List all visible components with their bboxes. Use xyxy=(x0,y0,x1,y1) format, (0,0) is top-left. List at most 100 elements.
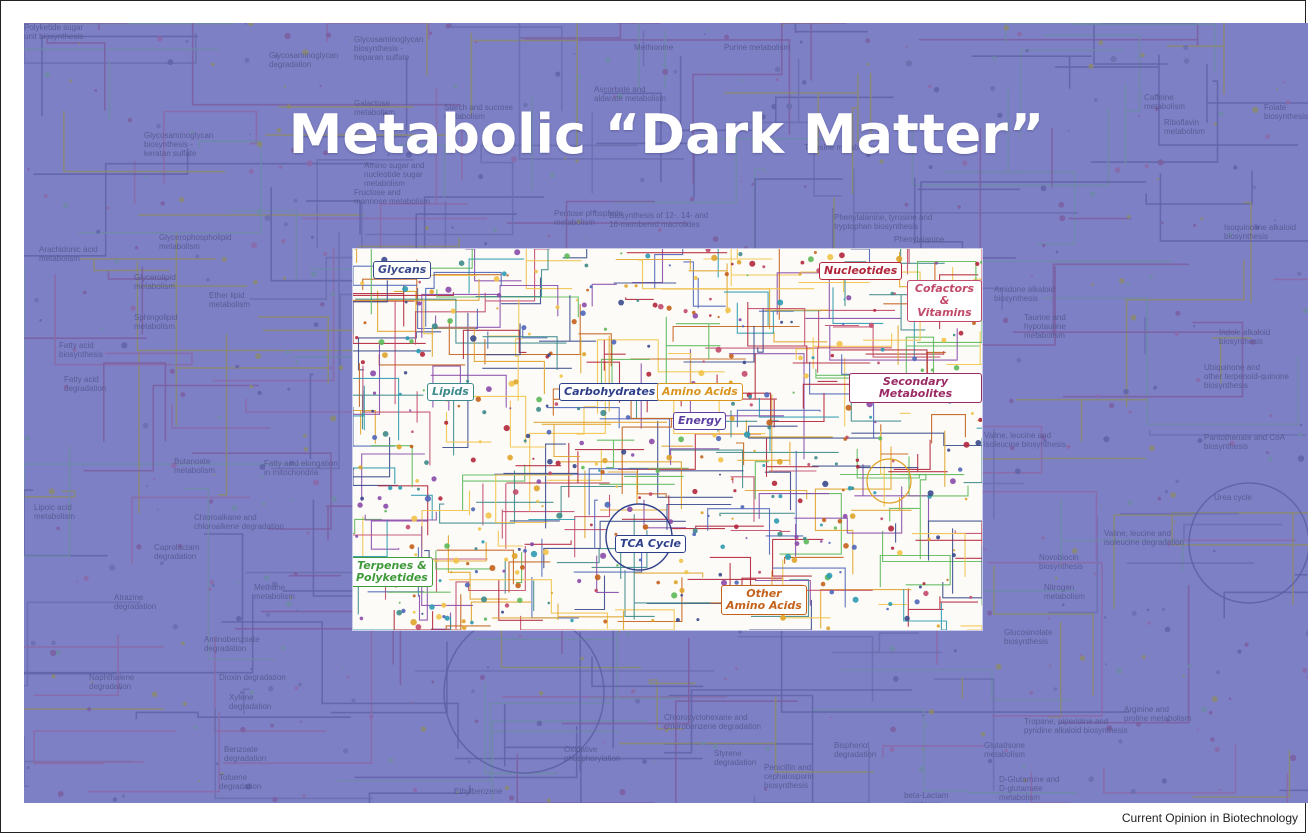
metabolite-node xyxy=(920,368,924,372)
pathway-edge xyxy=(353,406,395,447)
pathway-edge xyxy=(1279,789,1308,792)
metabolite-node xyxy=(208,499,214,504)
metabolite-node xyxy=(1214,746,1220,753)
metabolite-node xyxy=(780,614,786,621)
metabolite-node xyxy=(1153,385,1157,390)
metabolite-node xyxy=(313,322,319,327)
category-label-lipids: Lipids xyxy=(427,383,474,401)
metabolite-node xyxy=(412,610,416,614)
metabolite-node xyxy=(1193,325,1196,328)
metabolite-node xyxy=(259,464,266,470)
pathway-edge xyxy=(41,35,198,117)
metabolite-node xyxy=(1161,607,1166,612)
metabolite-node xyxy=(700,511,704,515)
metabolite-node xyxy=(388,485,393,491)
pathway-edge xyxy=(495,474,574,524)
pathway-label: Chlorocyclohexane and chlorobenzene degr… xyxy=(664,713,761,731)
metabolite-node xyxy=(904,202,909,207)
pathway-label: Valine, leucine and isoleucine biosynthe… xyxy=(984,431,1066,449)
metabolite-node xyxy=(738,630,742,634)
metabolite-node xyxy=(509,407,512,410)
metabolite-node xyxy=(255,353,262,360)
metabolite-node xyxy=(635,698,641,704)
pathway-edge xyxy=(779,493,842,555)
metabolite-node xyxy=(1138,114,1141,117)
metabolite-node xyxy=(1094,572,1098,576)
pathway-edge xyxy=(670,448,720,465)
metabolite-node xyxy=(703,33,706,36)
pathway-edge xyxy=(472,23,578,148)
metabolite-node xyxy=(715,346,722,353)
pathway-label: Taurine and hypotaurine metabolism xyxy=(1024,313,1066,340)
metabolite-node xyxy=(1119,278,1125,284)
pathway-edge xyxy=(963,437,982,484)
pathway-edge xyxy=(491,617,559,620)
metabolite-node xyxy=(283,85,286,88)
metabolite-node xyxy=(593,209,597,213)
pathway-edge xyxy=(63,111,225,173)
metabolite-node xyxy=(777,531,783,537)
pathway-edge xyxy=(245,531,368,574)
metabolite-node xyxy=(1175,310,1181,316)
metabolite-node xyxy=(1156,178,1160,181)
metabolite-node xyxy=(1218,788,1222,791)
metabolite-node xyxy=(1148,445,1155,452)
pathway-label: Benzoate degradation xyxy=(224,745,267,763)
metabolite-node xyxy=(946,578,949,581)
pathway-edge xyxy=(869,294,926,331)
pathway-edge xyxy=(485,249,550,302)
pathway-label: Nitrogen metabolism xyxy=(1044,583,1085,601)
pathway-edge xyxy=(574,575,606,611)
metabolite-node xyxy=(82,290,87,295)
metabolite-node xyxy=(272,796,278,803)
pathway-edge xyxy=(337,702,611,782)
metabolite-node xyxy=(360,496,364,501)
category-label-cofactors: Cofactors & Vitamins xyxy=(907,280,982,322)
pathway-edge xyxy=(361,453,425,502)
metabolite-node xyxy=(771,480,778,486)
metabolite-node xyxy=(1213,122,1218,126)
metabolite-node xyxy=(1099,505,1103,508)
pathway-edge xyxy=(508,561,551,593)
metabolite-node xyxy=(1161,778,1167,784)
metabolite-node xyxy=(461,625,467,630)
pathway-edge xyxy=(596,555,619,593)
pathway-edge xyxy=(955,523,982,559)
pathway-label: Phenylalanine, tyrosine and tryptophan b… xyxy=(834,213,933,231)
metabolite-node xyxy=(645,253,651,259)
metabolite-node xyxy=(310,235,314,239)
metabolic-map-figure: Glycosaminoglycan biosynthesis - heparan… xyxy=(24,23,1308,803)
metabolite-node xyxy=(1196,378,1201,383)
metabolite-node xyxy=(671,592,678,599)
metabolite-node xyxy=(1182,675,1185,678)
pathway-edge xyxy=(1072,23,1216,73)
pathway-edge xyxy=(421,490,471,550)
pathway-edge xyxy=(591,656,704,688)
metabolite-node xyxy=(733,489,737,493)
metabolite-node xyxy=(952,333,956,337)
metabolite-node xyxy=(450,571,453,574)
pathway-edge xyxy=(832,632,942,654)
metabolite-node xyxy=(795,30,798,34)
pathway-edge xyxy=(413,558,488,593)
metabolite-node xyxy=(270,723,274,728)
pathway-edge xyxy=(748,308,806,346)
metabolite-node xyxy=(360,360,365,365)
pathway-edge xyxy=(545,443,566,529)
metabolite-node xyxy=(49,649,57,657)
metabolite-node xyxy=(26,766,30,770)
pathway-edge xyxy=(184,487,275,661)
metabolite-node xyxy=(1213,550,1216,553)
metabolite-node xyxy=(124,764,127,767)
metabolite-node xyxy=(517,597,523,603)
pathway-label: Penicillin and cephalosporin biosynthesi… xyxy=(764,763,814,790)
metabolite-node xyxy=(921,747,924,751)
metabolite-node xyxy=(851,544,857,550)
metabolite-node xyxy=(438,496,443,501)
metabolite-node xyxy=(330,291,336,297)
metabolite-node xyxy=(236,580,239,584)
pathway-edge xyxy=(782,23,834,26)
pathway-edge xyxy=(971,55,1092,89)
pathway-edge xyxy=(851,432,982,447)
